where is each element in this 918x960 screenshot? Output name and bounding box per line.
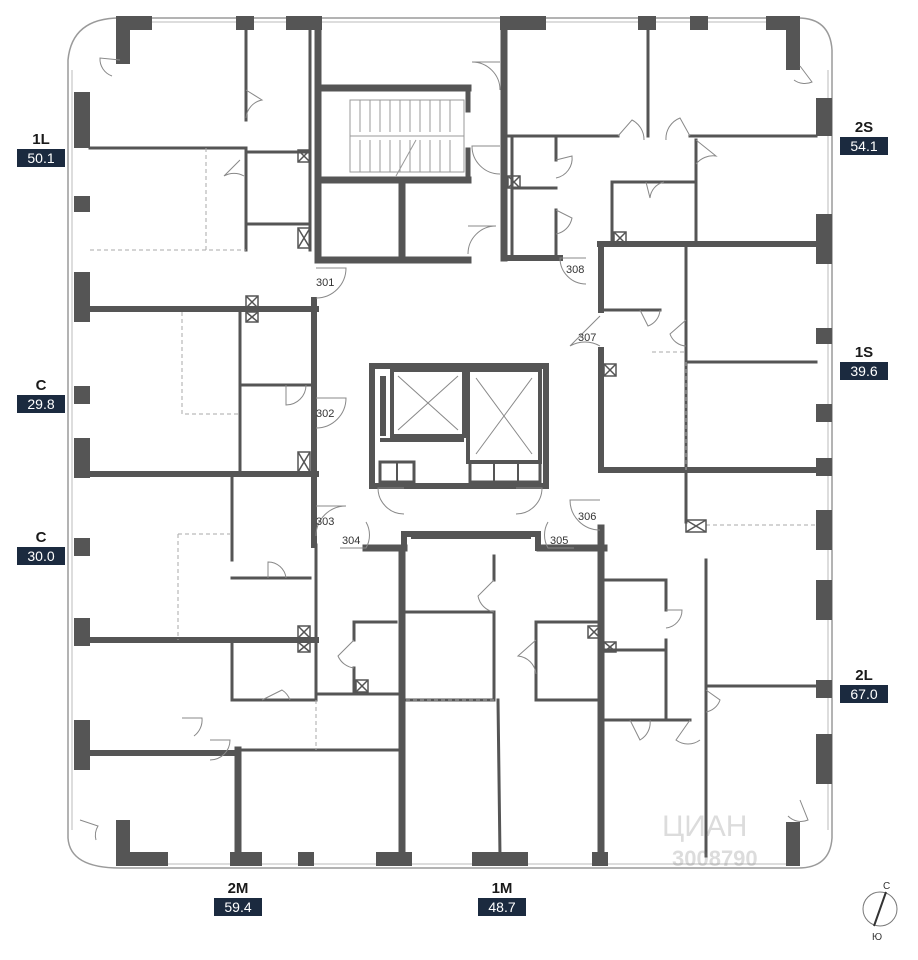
unit-area: 50.1 (17, 149, 65, 167)
door-306: 306 (578, 511, 596, 523)
vent-shafts (245, 149, 707, 693)
door-302: 302 (316, 408, 334, 420)
door-numbers: 301 302 303 304 305 306 307 308 (316, 264, 596, 547)
watermark: ЦИАН 3008790 (662, 810, 758, 871)
dashed-zones (90, 148, 816, 750)
unit-code: C (35, 377, 47, 394)
watermark-brand: ЦИАН (662, 810, 747, 843)
unit-area: 48.7 (478, 898, 526, 916)
unit-area: 67.0 (840, 685, 888, 703)
unit-badge-1L: 1L 50.1 (17, 131, 65, 167)
unit-badge-1M: 1M 48.7 (478, 880, 526, 916)
compass-circle (862, 891, 898, 927)
door-301: 301 (316, 277, 334, 289)
door-swings (79, 57, 813, 841)
interior-walls (87, 16, 819, 860)
unit-code: C (35, 529, 47, 546)
unit-code: 1L (32, 131, 50, 148)
unit-code: 1S (854, 344, 874, 361)
unit-code: 2S (854, 119, 874, 136)
unit-area: 39.6 (840, 362, 888, 380)
unit-area: 54.1 (840, 137, 888, 155)
unit-badge-C-b: C 30.0 (17, 529, 65, 565)
unit-code: 1M (491, 880, 513, 897)
unit-badge-2L: 2L 67.0 (840, 667, 888, 703)
door-307: 307 (578, 332, 596, 344)
unit-area: 29.8 (17, 395, 65, 413)
door-308: 308 (566, 264, 584, 276)
compass-south: Ю (872, 932, 882, 943)
unit-badge-2S: 2S 54.1 (840, 119, 888, 155)
unit-badge-C-a: C 29.8 (17, 377, 65, 413)
unit-badge-1S: 1S 39.6 (840, 344, 888, 380)
compass-needle (873, 891, 887, 927)
unit-badge-2M: 2M 59.4 (214, 880, 262, 916)
stairs (349, 99, 465, 177)
compass-north: С (883, 881, 890, 892)
unit-code: 2M (227, 880, 249, 897)
unit-area: 59.4 (214, 898, 262, 916)
unit-area: 30.0 (17, 547, 65, 565)
unit-code: 2L (855, 667, 873, 684)
compass: С Ю (862, 881, 898, 943)
watermark-number: 3008790 (672, 846, 758, 871)
exterior-walls (74, 16, 832, 866)
door-304: 304 (342, 535, 360, 547)
door-303: 303 (316, 516, 334, 528)
building-outline (67, 17, 833, 869)
door-305: 305 (550, 535, 568, 547)
elevator-core (369, 363, 549, 489)
